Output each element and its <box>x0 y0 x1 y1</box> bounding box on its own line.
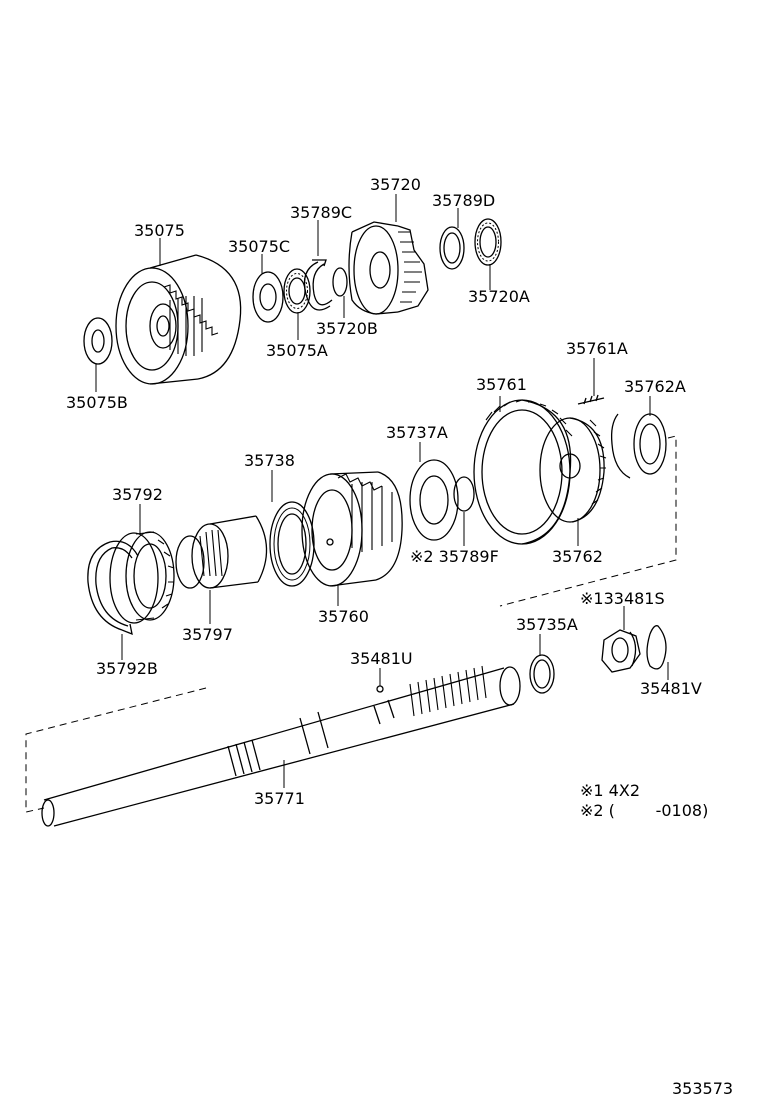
part-35481U-ball <box>376 685 384 693</box>
part-35720A-bearing <box>474 218 502 266</box>
part-35797-sleeve <box>175 515 268 589</box>
label-35481U: 35481U <box>350 649 413 668</box>
label-35789D: 35789D <box>432 191 495 210</box>
part-35481V-ring <box>646 625 667 670</box>
part-35762A-bearing <box>610 413 667 479</box>
part-35762-clutch-hub <box>539 417 607 523</box>
label-35075C: 35075C <box>228 237 290 256</box>
label-35720: 35720 <box>370 175 421 194</box>
label-133481S: ※133481S <box>580 589 665 608</box>
label-35737A: 35737A <box>386 423 448 442</box>
label-35792B: 35792B <box>96 659 158 678</box>
label-35735A: 35735A <box>516 615 578 634</box>
label-35789F: ※2 35789F <box>410 547 499 566</box>
label-35075B: 35075B <box>66 393 128 412</box>
label-35762: 35762 <box>552 547 603 566</box>
part-35792-bearing <box>109 531 175 624</box>
part-35789F-ring <box>453 476 475 512</box>
part-35738-bearing <box>269 501 315 587</box>
part-35720-planetary-carrier <box>348 221 429 315</box>
diagram-id: 353573 <box>672 1079 733 1098</box>
part-35792B-snap-ring <box>87 540 139 636</box>
part-35075-drum <box>115 254 242 385</box>
part-35737A-washer <box>409 459 459 541</box>
label-35481V: 35481V <box>640 679 702 698</box>
label-35797: 35797 <box>182 625 233 644</box>
label-35760: 35760 <box>318 607 369 626</box>
label-35762A: 35762A <box>624 377 686 396</box>
part-35735A-ring <box>529 654 555 694</box>
part-35761A-spring <box>577 394 605 405</box>
part-35789C-snap-ring <box>303 259 333 311</box>
part-35760-gear <box>301 471 403 587</box>
part-133481S-nut <box>601 629 641 673</box>
note-1: ※1 4X2 <box>580 781 640 800</box>
label-35075: 35075 <box>134 221 185 240</box>
part-35789D-ring <box>439 226 465 270</box>
label-35761A: 35761A <box>566 339 628 358</box>
label-35075A: 35075A <box>266 341 328 360</box>
leader-lines <box>95 194 669 788</box>
label-35761: 35761 <box>476 375 527 394</box>
part-35720B-ring <box>332 267 348 297</box>
label-35771: 35771 <box>254 789 305 808</box>
group-boundary-right <box>499 435 677 607</box>
label-35720A: 35720A <box>468 287 530 306</box>
label-35720B: 35720B <box>316 319 378 338</box>
part-35075C-washer <box>252 271 284 323</box>
label-35738: 35738 <box>244 451 295 470</box>
part-35771-shaft <box>41 665 521 827</box>
part-35075B-washer <box>83 317 113 365</box>
part-35761-ring-gear <box>473 399 573 545</box>
label-35789C: 35789C <box>290 203 352 222</box>
label-35792: 35792 <box>112 485 163 504</box>
note-2: ※2 ( -0108) <box>580 801 708 820</box>
